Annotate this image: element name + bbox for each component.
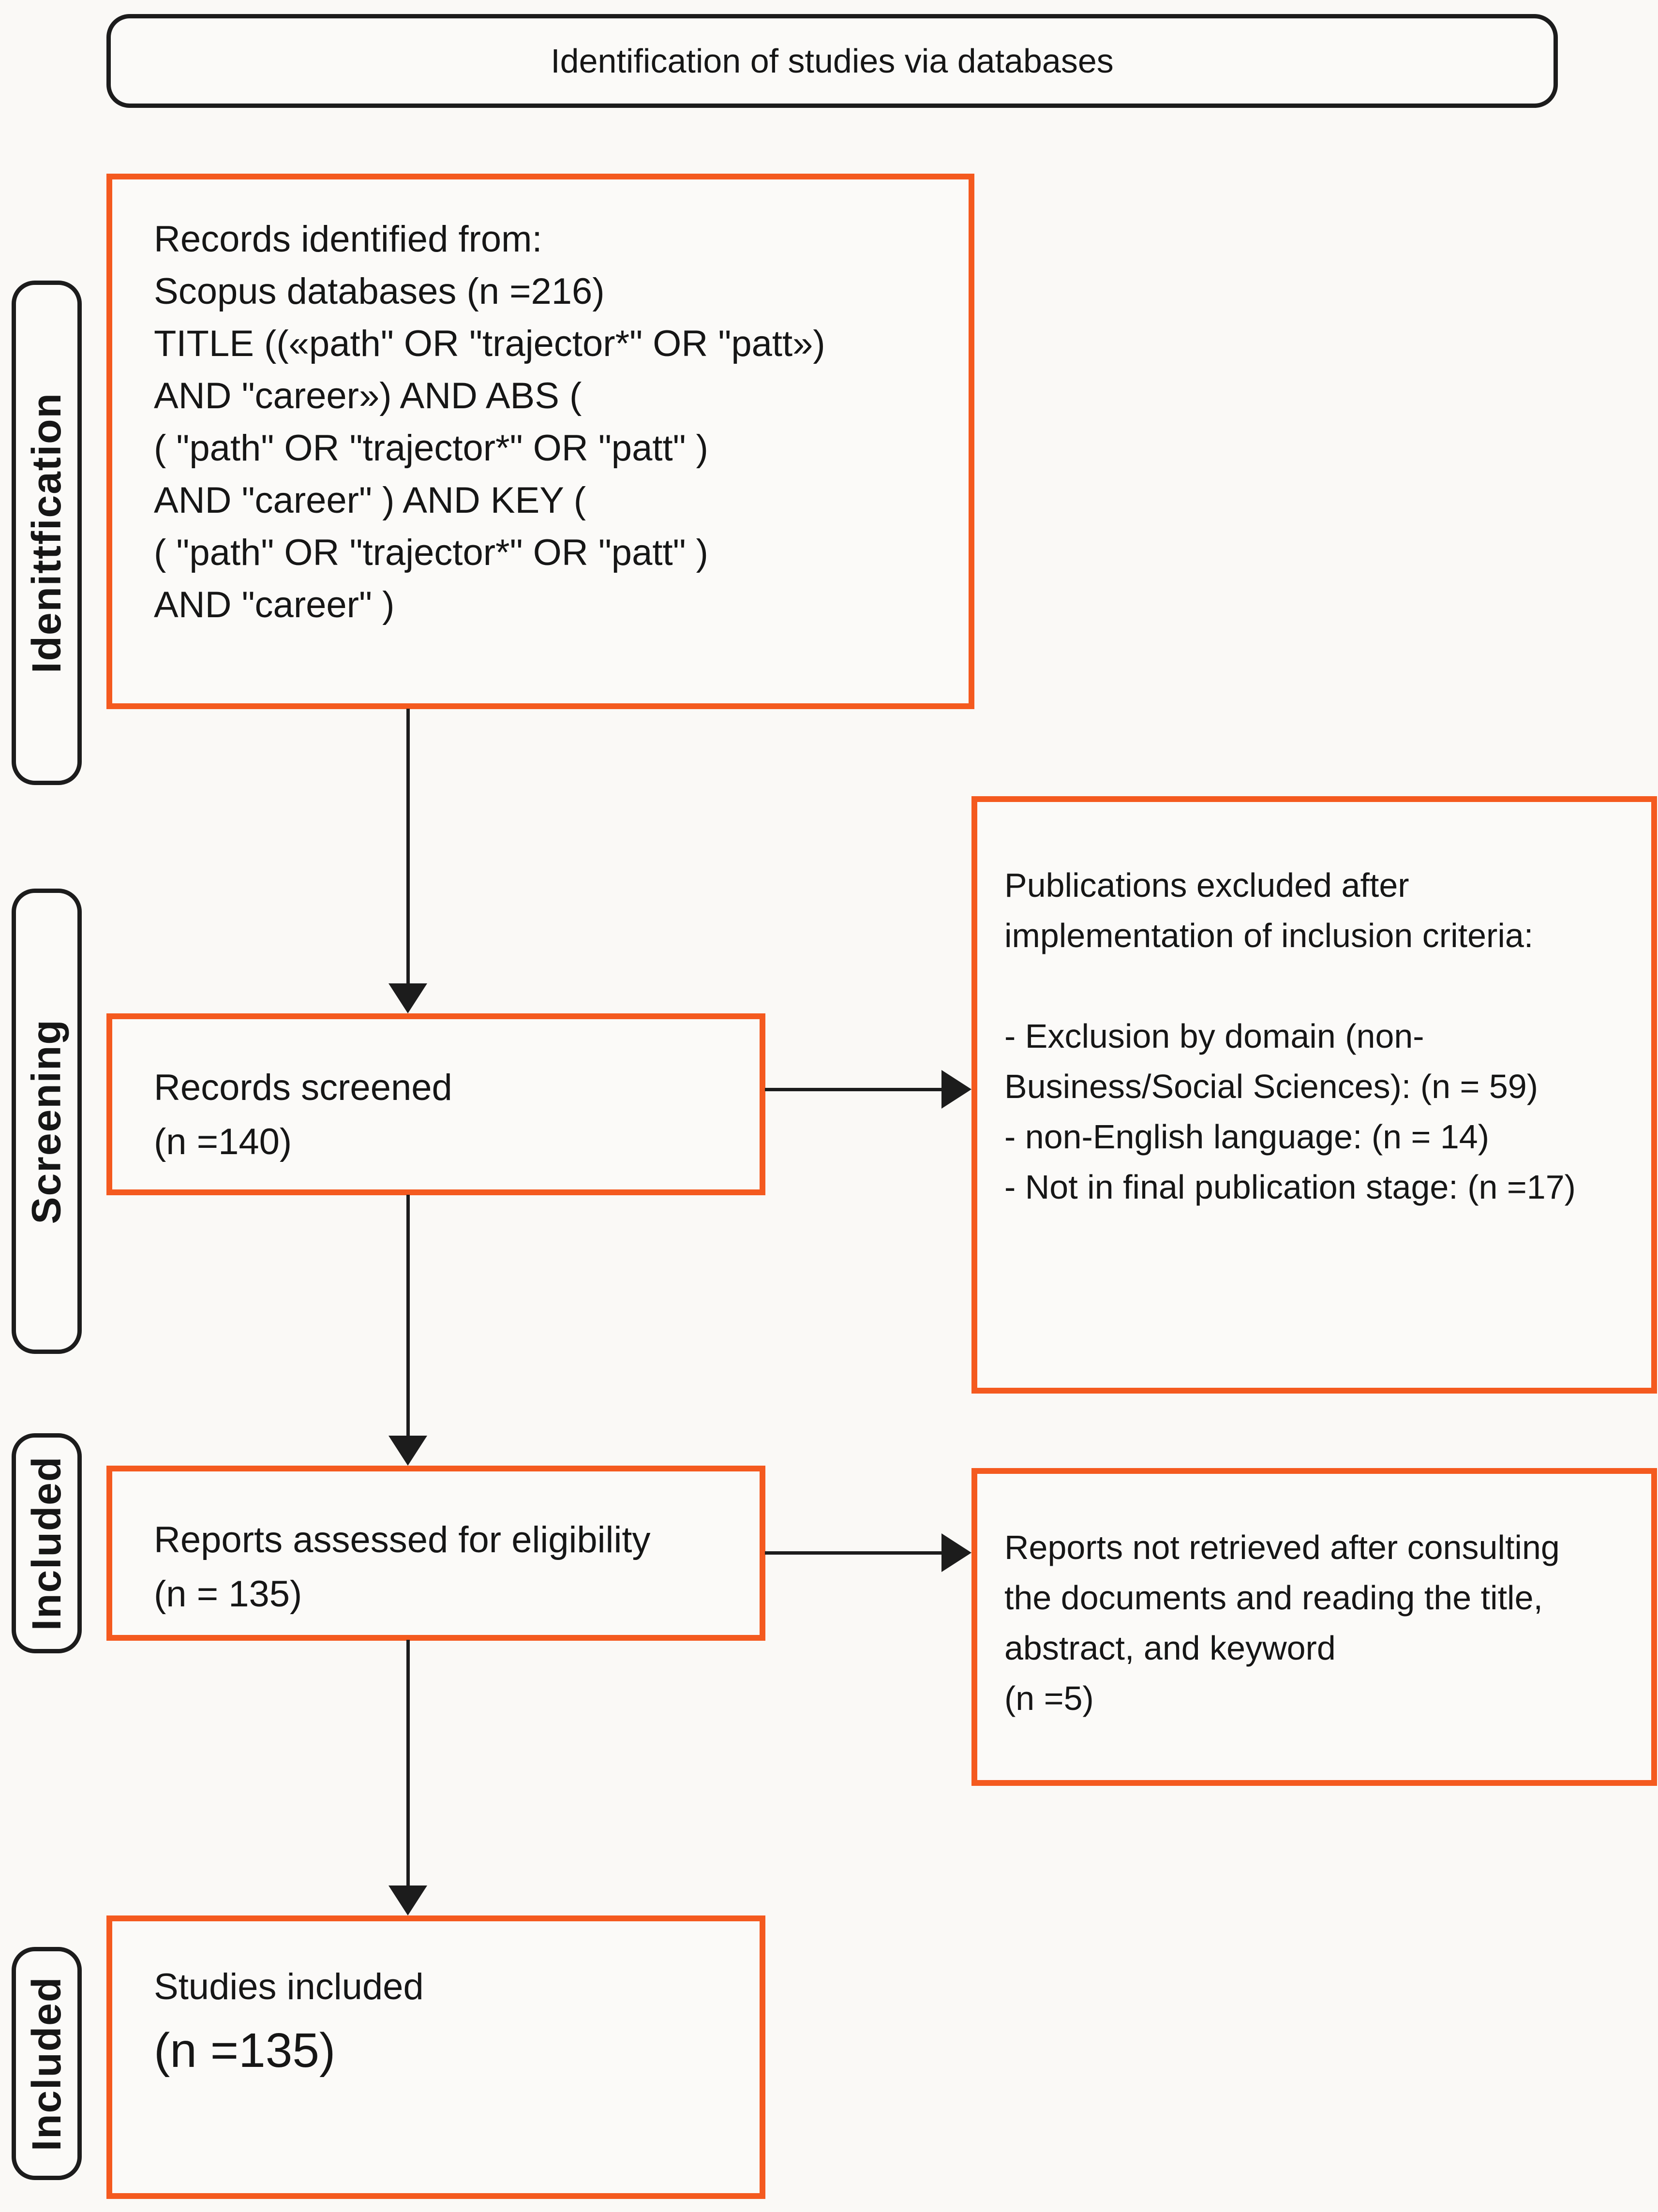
box-line: TITLE ((«path" OR "trajector*" OR "patt»… (154, 323, 825, 364)
arrowhead-down-icon (388, 1436, 427, 1466)
side-label-screening: Screening (12, 889, 82, 1354)
box-publications-excluded: Publications excluded after implementati… (971, 796, 1657, 1394)
box-line: Reports assessed for eligibility (154, 1519, 651, 1560)
arrow-line (765, 1551, 944, 1555)
arrow-line (406, 709, 410, 988)
box-line: Scopus databases (n =216) (154, 271, 605, 312)
box-line: ( "path" OR "trajector*" OR "patt" ) (154, 428, 708, 469)
side-label-identification-text: Idenittfication (24, 392, 70, 673)
box-line: - non-English language: (n = 14) (1004, 1118, 1490, 1156)
title-box: Identification of studies via databases (106, 14, 1558, 108)
box-line: AND "career" ) AND KEY ( (154, 480, 586, 521)
box-reports-not-retrieved: Reports not retrieved after consulting t… (971, 1468, 1657, 1786)
arrowhead-right-icon (941, 1070, 971, 1109)
diagram-title: Identification of studies via databases (551, 42, 1114, 80)
box-line: (n = 135) (154, 1574, 302, 1615)
side-label-included-bottom-text: Included (24, 1976, 70, 2151)
box-line: (n =5) (1004, 1679, 1094, 1717)
arrowhead-right-icon (941, 1533, 971, 1572)
side-label-identification: Idenittfication (12, 281, 82, 785)
box-line: abstract, and keyword (1004, 1629, 1336, 1667)
box-line: Publications excluded after (1004, 866, 1409, 904)
box-line: Business/Social Sciences): (n = 59) (1004, 1068, 1539, 1105)
box-line (1004, 961, 1637, 1011)
arrow-line (406, 1195, 410, 1439)
box-line: - Not in final publication stage: (n =17… (1004, 1168, 1576, 1206)
box-line: the documents and reading the title, (1004, 1579, 1543, 1617)
box-line-count: (n =135) (154, 2023, 336, 2078)
side-label-screening-text: Screening (24, 1018, 70, 1224)
box-line: ( "path" OR "trajector*" OR "patt" ) (154, 532, 708, 573)
box-line: AND "career" ) (154, 584, 395, 625)
box-line: (n =140) (154, 1121, 292, 1162)
arrowhead-down-icon (388, 983, 427, 1013)
side-label-included-top: Included (12, 1433, 82, 1653)
box-records-screened: Records screened (n =140) (106, 1013, 765, 1195)
box-line: Studies included (154, 1966, 424, 2007)
box-records-identified: Records identified from: Scopus database… (106, 174, 974, 709)
box-line: - Exclusion by domain (non- (1004, 1017, 1424, 1055)
box-line: Reports not retrieved after consulting (1004, 1529, 1560, 1566)
box-line: implementation of inclusion criteria: (1004, 917, 1534, 954)
box-reports-assessed: Reports assessed for eligibility (n = 13… (106, 1466, 765, 1641)
arrow-line (406, 1640, 410, 1889)
box-studies-included: Studies included (n =135) (106, 1915, 765, 2199)
box-line: AND "career») AND ABS ( (154, 375, 582, 416)
side-label-included-top-text: Included (24, 1455, 70, 1631)
box-line: Records identified from: (154, 219, 542, 260)
box-line: Records screened (154, 1067, 452, 1108)
arrow-line (765, 1088, 944, 1091)
side-label-included-bottom: Included (12, 1947, 82, 2180)
arrowhead-down-icon (388, 1885, 427, 1915)
